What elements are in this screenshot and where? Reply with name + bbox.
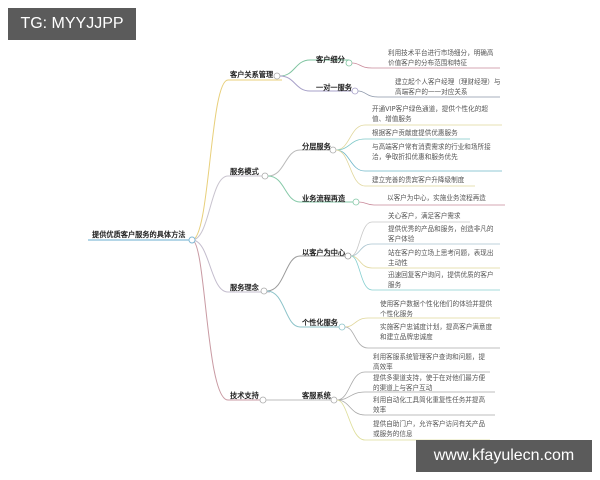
leaf-text: 实施客户忠诚度计划，提高客户满意度和建立品牌忠诚度 bbox=[380, 323, 493, 341]
node-tiered-service[interactable]: 分层服务 bbox=[302, 142, 331, 151]
mindmap-root[interactable]: 提供优质客户服务的具体方法 bbox=[92, 230, 186, 239]
leaf-text: 与高端客户常有消费需求的行业和场所接洽，争取折扣优惠和服务优先 bbox=[372, 143, 491, 161]
node-customer-segmentation[interactable]: 客户细分 bbox=[316, 55, 345, 64]
leaf-text: 关心客户，满足客户需求 bbox=[388, 212, 461, 220]
branch-service-mode[interactable]: 服务模式 bbox=[230, 167, 259, 176]
leaf-text: 根据客户贡献度提供优惠服务 bbox=[372, 129, 458, 137]
leaf-text: 使用客户数据个性化他们的体验并提供个性化服务 bbox=[380, 300, 493, 318]
watermark-top-left: TG: MYYJJPP bbox=[8, 8, 136, 40]
leaf-text: 利用自动化工具简化重复性任务并提高效率 bbox=[373, 396, 486, 414]
watermark-bottom-right: www.kfayulecn.com bbox=[416, 440, 592, 472]
leaf-text: 利用技术平台进行市场细分，明确高价值客户的分布范围和特征 bbox=[388, 49, 494, 67]
node-customer-centric[interactable]: 以客户为中心 bbox=[302, 248, 346, 257]
branch-tech-support[interactable]: 技术支持 bbox=[230, 391, 259, 400]
node-one-to-one-service[interactable]: 一对一服务 bbox=[316, 83, 352, 92]
leaf-text: 迅速回复客户询问，提供优质的客户服务 bbox=[388, 271, 494, 289]
leaf-text: 建立完善的贵宾客户升降级制度 bbox=[372, 176, 465, 184]
node-personalized-service[interactable]: 个性化服务 bbox=[302, 318, 338, 327]
leaf-text: 开通VIP客户绿色通道，提供个性化的超值、增值服务 bbox=[372, 105, 488, 123]
branch-customer-relationship[interactable]: 客户关系管理 bbox=[230, 70, 274, 79]
leaf-text: 利用客服系统管理客户查询和问题，提高效率 bbox=[373, 353, 486, 371]
branch-service-philosophy[interactable]: 服务理念 bbox=[230, 283, 259, 292]
leaf-text: 建立起个人客户经理（理财经理）与高端客户的一一对应关系 bbox=[395, 78, 501, 96]
leaf-text: 站在客户的立场上思考问题，表现出主动性 bbox=[388, 249, 494, 267]
leaf-text: 以客户为中心，实施业务流程再造 bbox=[387, 194, 486, 202]
node-process-reengineering[interactable]: 业务流程再造 bbox=[302, 194, 346, 203]
leaf-text: 提供自助门户，允许客户访问有关产品或服务的信息 bbox=[373, 420, 486, 438]
node-customer-service-system[interactable]: 客服系统 bbox=[302, 391, 331, 400]
leaf-text: 提供优秀的产品和服务，创造非凡的客户体验 bbox=[388, 225, 494, 243]
leaf-text: 提供多渠道支持，使于在对他们最方便的渠道上与客户互动 bbox=[373, 374, 486, 392]
